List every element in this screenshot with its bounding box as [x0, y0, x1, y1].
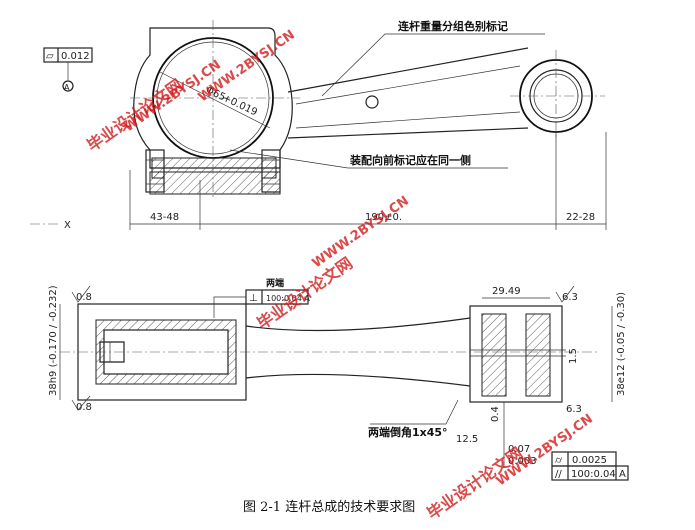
- bolt-right: [261, 149, 281, 193]
- figure-caption: 图 2-1 连杆总成的技术要求图: [243, 499, 415, 515]
- flatness-symbol-icon: ▱: [46, 51, 54, 62]
- dim-left: 43-48: [150, 212, 179, 223]
- parallel-datum: A: [619, 469, 626, 480]
- dim-small-head-width: 29.49: [492, 286, 521, 297]
- small-end-side: [469, 305, 563, 403]
- parallel-tol-box: 100:0.04 A: [266, 294, 310, 303]
- shank-bottom-edge: [287, 127, 529, 139]
- rough-left-bot: 0.8: [76, 402, 92, 413]
- dim-right-height: 38e12 (-0.05 / -0.30): [616, 292, 627, 396]
- parallel-tol: 100:0.04: [571, 469, 616, 480]
- big-end-outline: [133, 27, 293, 169]
- parallel-frame-bottom: [551, 465, 629, 481]
- cyl-tol: 0.0025: [572, 455, 607, 466]
- tol-a: 0.4: [490, 406, 501, 422]
- parallel-bottom-symbol-icon: //: [555, 469, 562, 480]
- end-chamfer-note: 两端倒角1x45°: [368, 425, 448, 439]
- dim-width-small: 38h9 (-0.170 / -0.232): [48, 285, 59, 396]
- assembly-mark-leader: [229, 149, 508, 169]
- weight-mark-leader: [321, 33, 545, 97]
- flatness-tol: 0.012: [61, 51, 90, 62]
- dim-center: 190±0.: [365, 212, 402, 223]
- rough-right-bot: 6.3: [566, 404, 582, 415]
- shank-side-top: [245, 317, 471, 332]
- datum-ref: A: [64, 83, 70, 92]
- bolt-left: [145, 149, 165, 193]
- rough-chamfer: 12.5: [456, 434, 478, 445]
- watermark-url-3: WWW.2BYSJ.CN: [310, 194, 412, 272]
- watermarks: 毕业设计论文网 WWW.2BYSJ.CN WWW.2BYSJ.CN WWW.2B…: [83, 28, 595, 524]
- bolt-side: [99, 341, 125, 363]
- rough-right-top: 6.3: [562, 292, 578, 303]
- cap-body: [149, 171, 281, 195]
- datum-circle: [62, 80, 74, 92]
- side-view: 0.8 0.8 6.3 6.3 12.5 两端 ⊥ 100:0.04 A 38h…: [48, 277, 629, 481]
- cyl-symbol-icon: ⌭: [555, 455, 563, 466]
- axis-x-label: X: [64, 220, 71, 231]
- shank-side-bottom: [245, 373, 471, 387]
- rough-left-top: 0.8: [76, 292, 92, 303]
- weight-group-note: 连杆重量分组色别标记: [398, 19, 508, 33]
- assembly-mark-note: 装配向前标记应在同一侧: [349, 153, 471, 167]
- dim-oil-hole: 1.5: [568, 348, 579, 364]
- shank-top-edge: [287, 47, 529, 93]
- tol-b: 0.07: [508, 444, 530, 455]
- dim-right: 22-28: [566, 212, 595, 223]
- tol-c: 0.003: [508, 456, 537, 467]
- parallel-symbol-icon: ⊥: [249, 293, 258, 304]
- oil-hole: [365, 95, 379, 109]
- both-ends-label: 两端: [266, 277, 284, 289]
